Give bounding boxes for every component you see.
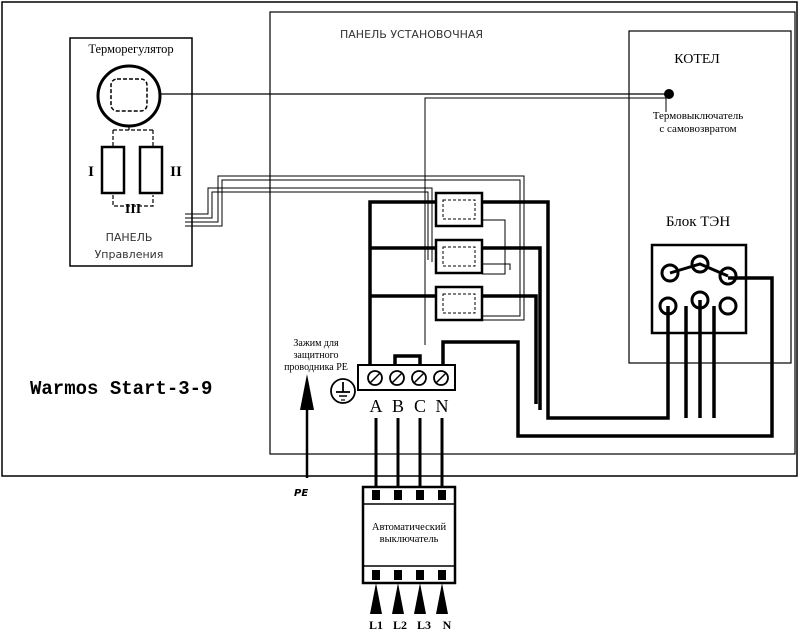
circuit-breaker: [361, 485, 457, 585]
switch-3-label: III: [125, 202, 141, 217]
pe-clamp-label-3: проводника PE: [284, 362, 348, 373]
terminal-screw-a: [367, 370, 383, 386]
terminal-label-b: B: [392, 396, 404, 416]
input-arrow-l1-icon: [370, 583, 382, 614]
switch-2-label: II: [170, 164, 182, 180]
relay-1: [434, 191, 484, 228]
power-bus-d: [441, 276, 774, 438]
control-wire-1: [185, 179, 521, 317]
terminal-screw-c: [411, 370, 427, 386]
breaker-pins-bottom: [372, 570, 446, 580]
input-arrow-n-icon: [436, 583, 448, 614]
terminal-label-a: A: [370, 396, 383, 416]
switch-1-label: I: [88, 164, 94, 180]
control-panel-label-2: Управления: [95, 248, 164, 261]
thermostat-dial: [96, 64, 162, 128]
control-panel-title: Терморегулятор: [88, 42, 173, 56]
terminal-label-c: C: [414, 396, 426, 416]
relay-3-inner: [442, 293, 476, 314]
heater-block-label: Блок ТЭН: [666, 214, 731, 230]
heater-jumper: [669, 262, 729, 278]
control-wire-2: [185, 191, 429, 260]
relay-2-inner: [442, 246, 476, 267]
input-label-l1: L1: [369, 618, 383, 632]
power-bus-b: [370, 246, 542, 410]
install-panel-title: ПАНЕЛЬ УСТАНОВОЧНАЯ: [340, 28, 483, 41]
power-bus-e: [684, 300, 716, 418]
input-label-l3: L3: [417, 618, 431, 632]
feed-wires: [374, 418, 444, 492]
control-wire-1b: [185, 175, 525, 321]
terminal-screw-n: [433, 370, 449, 386]
terminal-screw-b: [389, 370, 405, 386]
heater-terminal-6: [718, 296, 738, 316]
control-dashed-wires: [112, 126, 154, 213]
breaker-label-2: выключатель: [380, 534, 439, 545]
switch-1: [100, 145, 126, 195]
thermo-switch-dot: [664, 89, 674, 99]
ground-icon: [330, 378, 356, 404]
boiler-frame: [628, 30, 792, 364]
input-label-l2: L2: [393, 618, 407, 632]
power-bus-c: [370, 294, 538, 404]
input-label-n: N: [443, 618, 452, 632]
pe-clamp-label-1: Зажим для: [293, 338, 339, 349]
relay-3: [434, 285, 484, 322]
control-panel-label-1: ПАНЕЛЬ: [106, 231, 153, 244]
power-bus-a: [368, 200, 670, 420]
relay-1-inner: [442, 199, 476, 220]
boiler-title: КОТЕЛ: [674, 52, 720, 67]
terminal-label-n: N: [436, 396, 449, 416]
thermostat-dial-inner: [110, 78, 148, 112]
pe-label: PE: [294, 488, 308, 499]
relay-2: [434, 238, 484, 275]
thermo-switch-label-2: с самовозвратом: [659, 123, 736, 135]
control-panel-frame: [69, 37, 193, 267]
breaker-label-1: Автоматический: [372, 522, 447, 533]
install-panel-frame: [269, 11, 796, 455]
power-bus-f: [393, 354, 422, 365]
product-label: Warmos Start-3-9: [30, 378, 212, 400]
input-arrows: [370, 583, 448, 614]
switch-2: [138, 145, 164, 195]
pe-clamp-label-2: защитного: [293, 350, 338, 361]
pe-arrow-icon: [300, 374, 314, 410]
control-wire-thermo: [424, 97, 667, 345]
input-arrow-l3-icon: [414, 583, 426, 614]
breaker-pins-top: [372, 490, 446, 500]
input-arrow-l2-icon: [392, 583, 404, 614]
thermo-switch-label-1: Термовыключатель: [653, 110, 744, 122]
